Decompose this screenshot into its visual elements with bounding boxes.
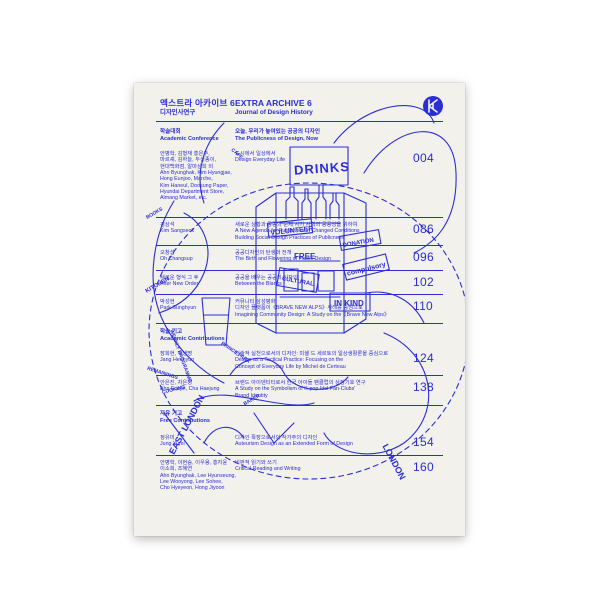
divider — [156, 294, 443, 295]
subtitle-english: Journal of Design History — [235, 109, 313, 116]
subtitle-korean: 디자인사연구 — [160, 109, 196, 116]
entry-authors: 안병학, 이현승, 이우용, 홍지윤 이소희, 조혜연 Ahn Byunghak… — [160, 460, 236, 492]
page-number: 138 — [413, 380, 434, 394]
entry-body: 비판적 읽기와 쓰기 Critical Reading and Writing — [235, 460, 301, 473]
entry-authors: 박성현 Park Sunghyun — [160, 299, 197, 312]
page-number: 102 — [413, 275, 434, 289]
section-conference-en: Academic Conference — [160, 135, 219, 142]
divider — [156, 121, 443, 122]
page-number: 110 — [413, 299, 434, 313]
entry-body: 새로운 상황과 공공의 문제 시기 사회의 공공성을 위하여 A New Age… — [235, 222, 360, 241]
page-number: 160 — [413, 460, 434, 474]
divider — [156, 405, 443, 406]
section-conference-ko: 학술대회 — [160, 129, 181, 135]
divider — [156, 455, 443, 456]
section-conference: 학술대회 Academic Conference — [160, 129, 219, 143]
section-academic: 학술 기고 Academic Contributions — [160, 329, 225, 342]
section-free: 자유 기고 Free Contributions — [160, 411, 211, 424]
entry-body: 디자인 확장으로서의 작가주의 디자인 Auteurism Design as … — [235, 435, 353, 448]
entry-body: 전술적 실천으로서의 디자인: 미셸 드 세르토의 일상생활론을 중심으로 De… — [235, 351, 389, 370]
divider — [156, 217, 443, 218]
divider — [156, 245, 443, 246]
page-number: 154 — [413, 435, 434, 449]
entry-body: 공공디자인의 탄생과 전개 The Birth and Flowering of… — [235, 250, 331, 263]
publisher-logo-icon — [423, 96, 443, 116]
page-number: 124 — [413, 351, 434, 365]
entry-authors: 정유미 Jung Yumi — [160, 435, 185, 448]
entry-authors: 오창섭 Oh Changsup — [160, 250, 193, 263]
page-number: 086 — [413, 222, 434, 236]
page-number: 004 — [413, 151, 434, 165]
divider — [156, 323, 443, 324]
divider — [156, 375, 443, 376]
book-cover: 엑스트라 아카이브 6 디자인사연구 EXTRA ARCHIVE 6 Journ… — [134, 83, 465, 536]
entry-body: 도시에서 일상에서 Design Everyday Life — [235, 151, 286, 164]
entry-body: 커뮤니티 삼성평화 디자인 플랫폼이《BRAVE NEW ALPS》사례를 중심… — [235, 299, 390, 318]
sketch-label: DRINKS — [294, 159, 351, 178]
divider — [156, 270, 443, 271]
page-number: 096 — [413, 250, 434, 264]
entry-authors: 장희현, 박생명 Jang Heehyun — [160, 351, 195, 364]
sketch-label: BOOKS — [145, 206, 164, 221]
entry-title: 오늘, 우리가 놓여있는 공공의 디자인 The Publicness of D… — [235, 129, 320, 142]
entry-authors: 김상석 Kim Sangseok — [160, 222, 195, 235]
entry-body: 공공을 배우는 공공의 디자인 Between the Blanks — [235, 275, 298, 288]
entry-body: 브랜드 아이덴티티로서 한국 아이돌 팬클럽의 상징기호 연구 A Study … — [235, 380, 366, 399]
entry-authors: 새로운 형식 그 후 After New Order — [160, 275, 199, 288]
entry-authors: 안은진, 차은정 Ahn Eunjin, Cha Haejung — [160, 380, 220, 393]
title-korean: 엑스트라 아카이브 6 — [160, 98, 236, 108]
sketch-label: LONDON — [381, 442, 408, 481]
title-english: EXTRA ARCHIVE 6 — [235, 98, 312, 108]
entry-authors: 안병학, 김형재 홍은주, 마르셰, 김하늘, 두성종이, 현대백화점, 알마상… — [160, 151, 232, 202]
